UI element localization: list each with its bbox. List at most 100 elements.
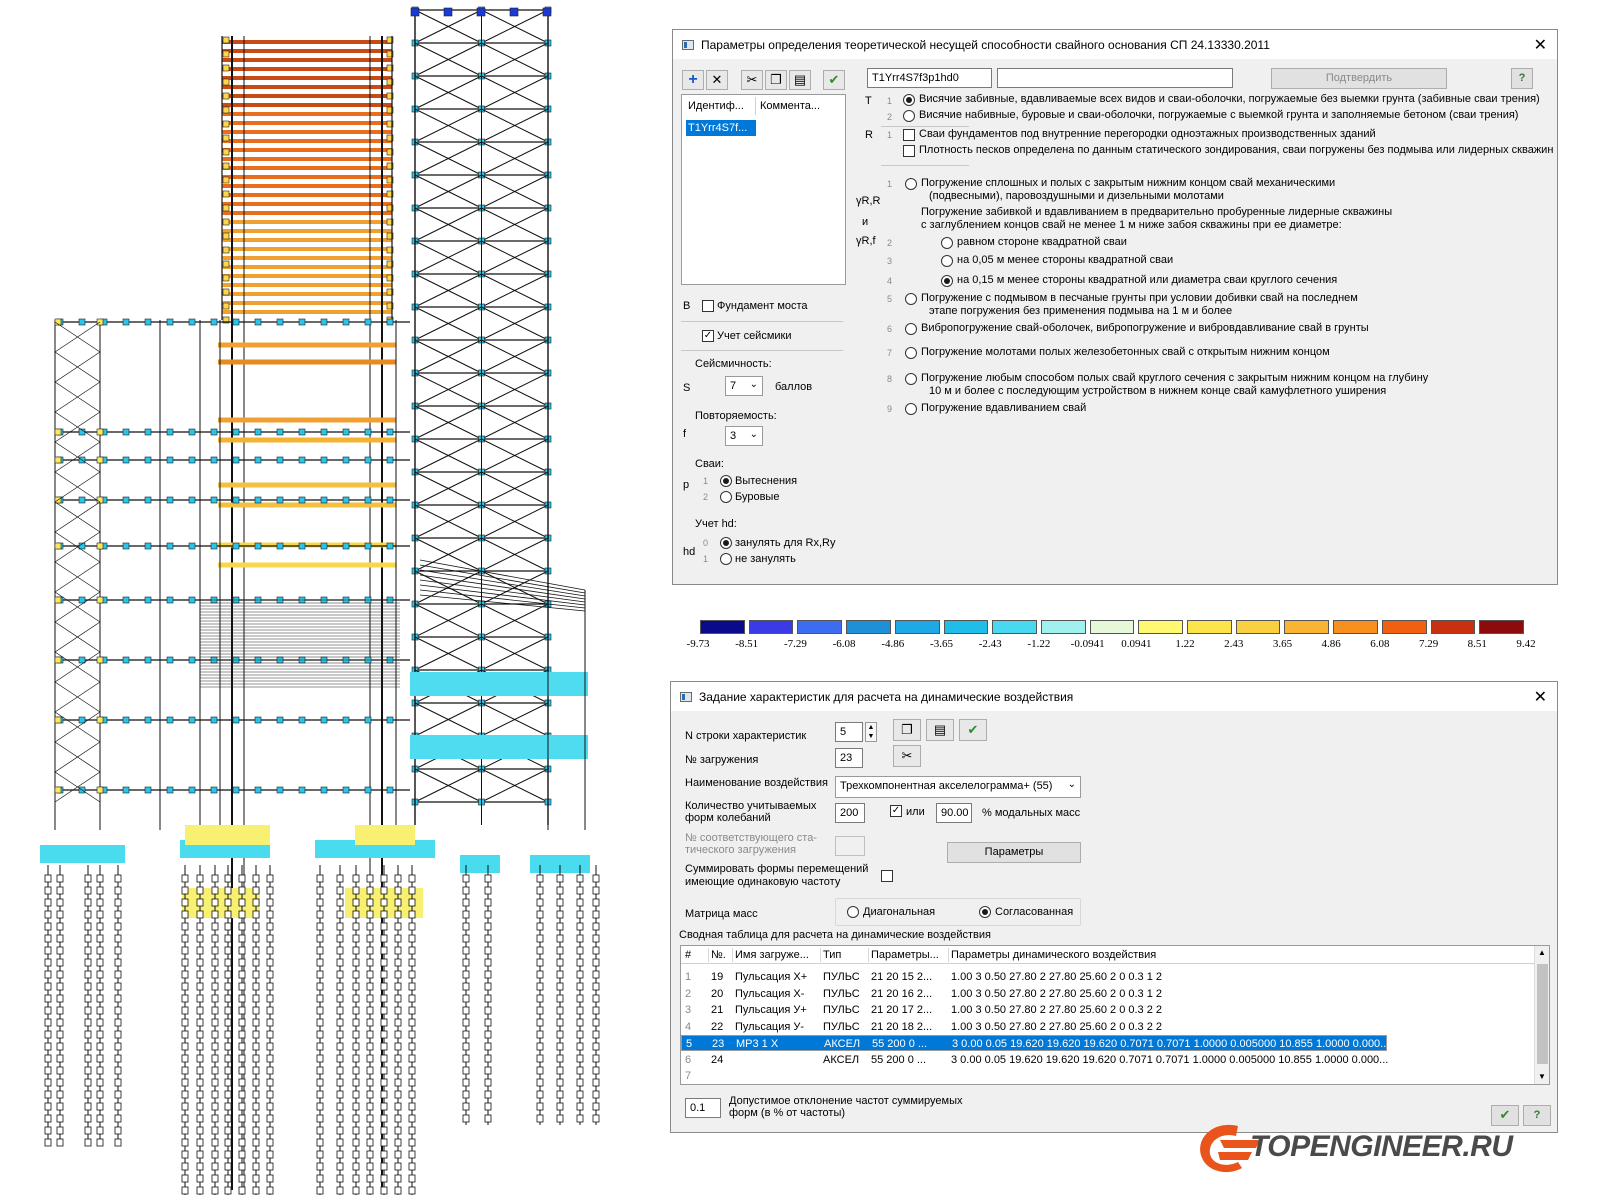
recurrence-select[interactable]: 3⌄ — [725, 426, 763, 446]
comment-field[interactable] — [997, 68, 1233, 88]
apply-icon[interactable]: ✔ — [823, 70, 845, 90]
t-option-2-radio[interactable] — [903, 110, 915, 122]
action-name-select[interactable]: Трехкомпонентная акселелограмма+ (55)⌄ — [835, 776, 1081, 798]
t-option-1-radio[interactable] — [903, 94, 915, 106]
table-row[interactable]: 7 — [681, 1068, 1536, 1084]
model-viewport[interactable] — [0, 0, 640, 1200]
table-header-cell[interactable]: Имя загруже... — [735, 949, 809, 961]
table-cell: 24 — [711, 1053, 724, 1066]
table-scrollbar[interactable]: ▲ ▼ — [1534, 946, 1549, 1084]
cut-row-icon[interactable]: ✂ — [893, 745, 921, 767]
mass-percent-label: % модальных масс — [982, 807, 1081, 819]
help-icon[interactable]: ? — [1511, 68, 1533, 89]
gamma-option-7-radio[interactable] — [905, 347, 917, 359]
add-icon[interactable]: + — [682, 70, 704, 90]
table-cell: ПУЛЬС — [823, 1020, 860, 1033]
table-header: # №. Имя загруже... Тип Параметры... Параметр… — [681, 946, 1536, 964]
gamma-option-1-radio[interactable] — [905, 178, 917, 190]
modes-field[interactable]: 200 — [835, 803, 865, 823]
scroll-thumb[interactable] — [1537, 964, 1548, 1064]
list-item[interactable]: T1Yrr4S7f... — [686, 120, 756, 136]
row-spinner[interactable]: ▲▼ — [865, 722, 877, 742]
table-cell: 19 — [711, 971, 724, 983]
tolerance-field[interactable]: 0.1 — [685, 1098, 721, 1118]
sum-modes-checkbox[interactable] — [881, 870, 893, 882]
table-header-cell[interactable]: №. — [711, 949, 726, 961]
table-cell: 6 — [685, 1053, 692, 1066]
hd-nozero-radio[interactable] — [720, 553, 732, 565]
close-icon[interactable]: ✕ — [1533, 37, 1547, 54]
table-cell: 23 — [712, 1038, 725, 1050]
legend-label: -8.51 — [735, 638, 759, 650]
legend-label: 9.42 — [1516, 638, 1536, 650]
identifier-list[interactable]: Идентиф... Коммента... T1Yrr4S7f... — [681, 94, 846, 285]
load-number-field[interactable]: 23 — [835, 748, 863, 768]
list-header-comment[interactable]: Коммента... — [760, 100, 821, 112]
gamma-option-9-radio[interactable] — [905, 403, 917, 415]
table-cell: 2 — [685, 987, 692, 1000]
list-header-id[interactable]: Идентиф... — [688, 100, 744, 112]
gamma-option-4-radio[interactable] — [941, 275, 953, 287]
table-header-cell[interactable]: Тип — [823, 949, 842, 961]
paste-icon[interactable]: ▤ — [789, 70, 811, 90]
r-option-1-label: Сваи фундаментов под внутренние перегоро… — [919, 128, 1376, 140]
gamma-option-5-radio[interactable] — [905, 293, 917, 305]
r-option-2-checkbox[interactable] — [903, 145, 915, 157]
table-cell: Пульсация X+ — [735, 971, 808, 983]
bridge-checkbox[interactable] — [702, 300, 714, 312]
cut-icon[interactable]: ✂ — [741, 70, 763, 90]
copy-icon[interactable]: ❐ — [765, 70, 787, 90]
legend-swatch — [1040, 620, 1086, 634]
or-checkbox[interactable]: ✓ — [890, 805, 902, 817]
confirm-button[interactable]: Подтвердить — [1271, 68, 1447, 89]
legend-swatch — [1430, 620, 1476, 634]
mass-diagonal-radio[interactable] — [847, 906, 859, 918]
mass-consistent-radio[interactable] — [979, 906, 991, 918]
seismicity-select[interactable]: 7⌄ — [725, 376, 763, 396]
scroll-down-icon[interactable]: ▼ — [1538, 1072, 1546, 1081]
modes-label-1: Количество учитываемых — [685, 800, 817, 812]
gamma-option-3-radio[interactable] — [941, 255, 953, 267]
gamma-option-8-radio[interactable] — [905, 373, 917, 385]
delete-icon[interactable]: ✕ — [706, 70, 728, 90]
static-load-field[interactable] — [835, 836, 865, 856]
dynamic-summary-table[interactable]: # №. Имя загруже... Тип Параметры... Параметр… — [680, 945, 1550, 1085]
r-option-1-checkbox[interactable] — [903, 129, 915, 141]
bridge-label: Фундамент моста — [717, 300, 808, 312]
paste-row-icon[interactable]: ▤ — [926, 719, 954, 741]
help-icon[interactable]: ? — [1523, 1105, 1551, 1126]
pile-bored-label: Буровые — [735, 491, 780, 503]
parameters-button[interactable]: Параметры — [947, 842, 1081, 863]
gamma-option-6-radio[interactable] — [905, 323, 917, 335]
pile-dialog-title: Параметры определения теоретической несу… — [701, 38, 1270, 52]
table-header-cell[interactable]: Параметры... — [871, 949, 939, 961]
gamma-option-number: 1 — [887, 179, 893, 189]
ok-icon[interactable]: ✔ — [1491, 1105, 1519, 1126]
table-header-cell[interactable]: Параметры динамического воздействия — [951, 949, 1157, 961]
table-cell: 3 0.00 0.05 19.620 19.620 19.620 0.7071 … — [952, 1038, 1390, 1050]
tolerance-label-2: форм (в % от частоты) — [729, 1107, 846, 1119]
copy-row-icon[interactable]: ❐ — [893, 719, 921, 741]
gamma-option-number: 8 — [887, 374, 893, 384]
gamma-option-2-radio[interactable] — [941, 237, 953, 249]
close-icon[interactable]: ✕ — [1533, 689, 1547, 706]
legend-label: -2.43 — [978, 638, 1002, 650]
scroll-up-icon[interactable]: ▲ — [1538, 948, 1546, 957]
hd-zero-radio[interactable] — [720, 537, 732, 549]
pile-displacement-radio[interactable] — [720, 475, 732, 487]
table-header-cell[interactable]: # — [685, 949, 692, 961]
row-number-field[interactable]: 5 — [835, 722, 863, 742]
dyn-dialog-titlebar: Задание характеристик для расчета на дин… — [671, 682, 1557, 712]
gamma-option-number: 5 — [887, 294, 893, 304]
identifier-field[interactable]: T1Yrr4S7f3p1hd0 — [867, 68, 992, 88]
apply-row-icon[interactable]: ✔ — [959, 719, 987, 741]
mass-percent-field[interactable]: 90.00 — [936, 803, 972, 823]
seismic-checkbox[interactable]: ✓ — [702, 330, 714, 342]
pile-bored-radio[interactable] — [720, 491, 732, 503]
